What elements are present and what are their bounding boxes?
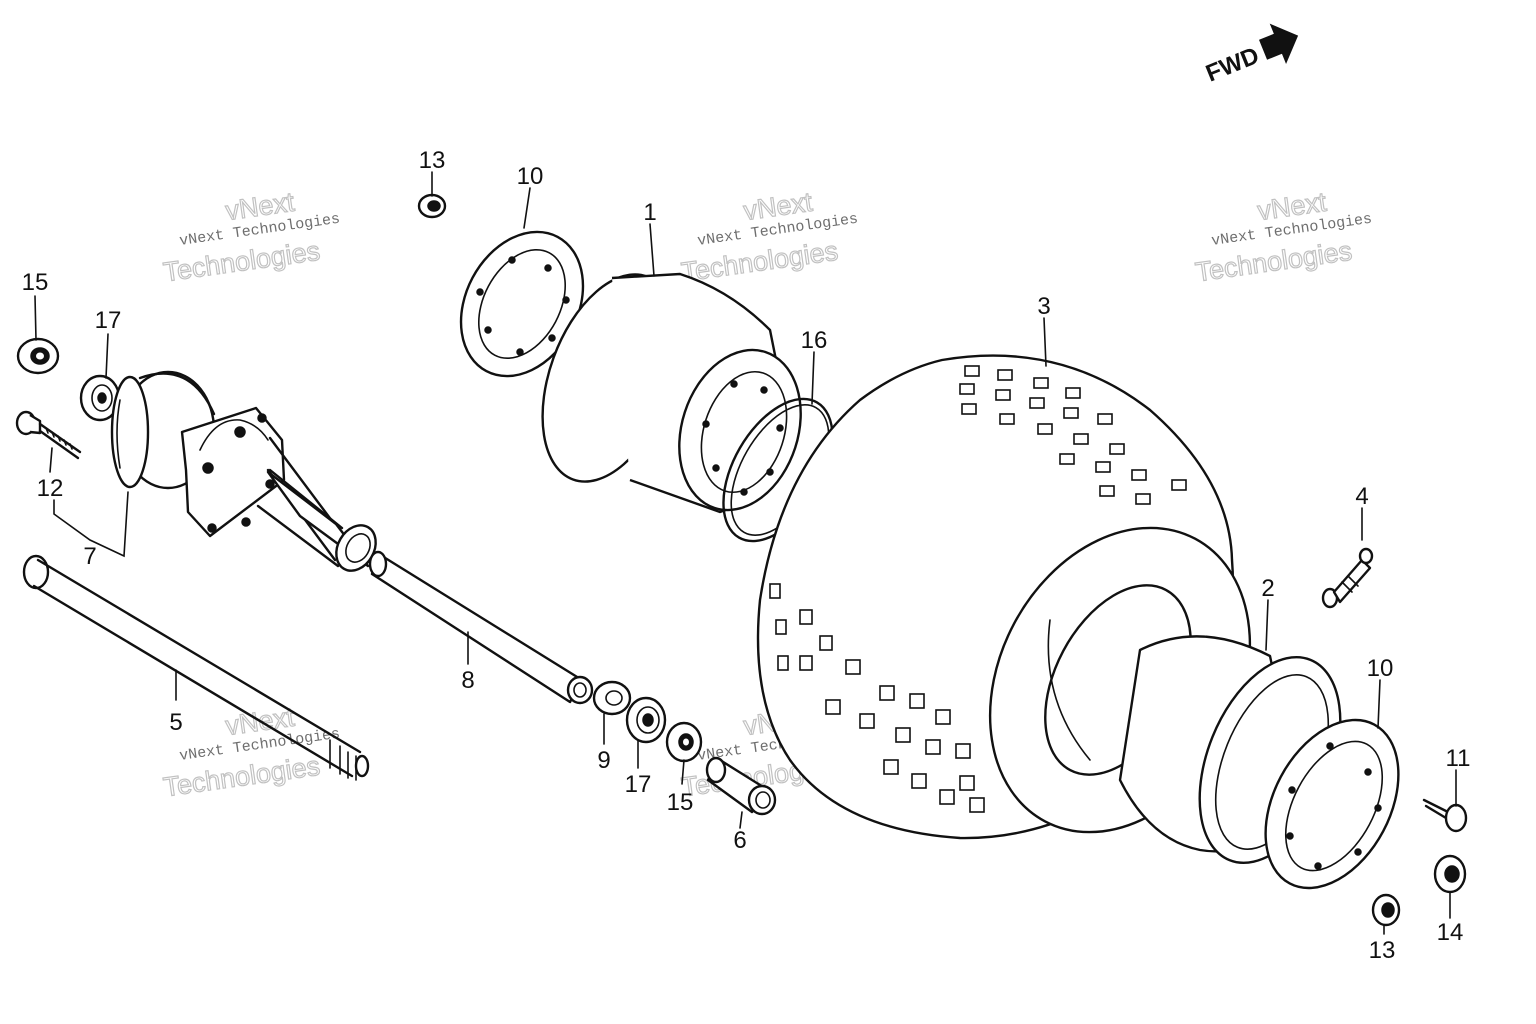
callout-17-right: 17 bbox=[625, 771, 652, 798]
callout-3: 3 bbox=[1037, 293, 1050, 320]
part-valve-4[interactable] bbox=[1321, 547, 1374, 609]
callout-2: 2 bbox=[1261, 575, 1274, 602]
callout-7: 7 bbox=[83, 543, 96, 570]
callout-13-top: 13 bbox=[419, 147, 446, 174]
callout-12: 12 bbox=[37, 475, 64, 502]
callout-13-bottom: 13 bbox=[1369, 937, 1396, 964]
fwd-indicator: FWD bbox=[1202, 23, 1299, 88]
callout-10-top: 10 bbox=[517, 163, 544, 190]
part-spacer-8[interactable] bbox=[368, 550, 594, 705]
part-bolt-11[interactable] bbox=[1422, 798, 1468, 833]
part-tire-3[interactable] bbox=[756, 354, 1301, 878]
part-collar-6[interactable] bbox=[705, 756, 777, 816]
part-bolt-12[interactable] bbox=[15, 410, 82, 460]
callout-4: 4 bbox=[1355, 483, 1368, 510]
part-bearing-17-right[interactable] bbox=[625, 696, 667, 744]
part-washer-9[interactable] bbox=[592, 680, 632, 716]
part-nut-13-top[interactable] bbox=[417, 193, 447, 219]
part-axle-5[interactable] bbox=[22, 554, 370, 781]
callout-5: 5 bbox=[169, 709, 182, 736]
callout-11: 11 bbox=[1446, 745, 1471, 772]
part-nut-13-bottom[interactable] bbox=[1371, 893, 1401, 927]
part-nut-14[interactable] bbox=[1433, 854, 1467, 894]
callout-14: 14 bbox=[1437, 919, 1464, 946]
part-hub-7[interactable] bbox=[110, 370, 352, 562]
part-bearing-17-left[interactable] bbox=[79, 374, 121, 422]
callout-numbers: 13 10 1 16 3 15 17 12 7 4 2 10 11 14 13 … bbox=[22, 147, 1471, 964]
part-rim-ring-10-bottom[interactable] bbox=[1239, 697, 1426, 910]
part-bearing-15-left[interactable] bbox=[16, 337, 60, 375]
callout-8: 8 bbox=[461, 667, 474, 694]
callout-9: 9 bbox=[597, 747, 610, 774]
callout-1: 1 bbox=[643, 199, 656, 226]
tire-tread bbox=[769, 365, 1187, 813]
callout-10-bottom: 10 bbox=[1367, 655, 1394, 682]
part-rim-ring-10-top[interactable] bbox=[437, 211, 607, 398]
fwd-arrow-icon bbox=[1259, 23, 1299, 65]
hub-sleeve bbox=[256, 468, 377, 572]
callout-6: 6 bbox=[733, 827, 746, 854]
callout-15-right: 15 bbox=[667, 789, 694, 816]
fwd-text: FWD bbox=[1202, 42, 1263, 88]
callout-15-left: 15 bbox=[22, 269, 49, 296]
callout-16: 16 bbox=[801, 327, 828, 354]
callout-17-left: 17 bbox=[95, 307, 122, 334]
part-bearing-15-right[interactable] bbox=[665, 721, 703, 763]
leader-lines bbox=[34, 171, 1457, 935]
